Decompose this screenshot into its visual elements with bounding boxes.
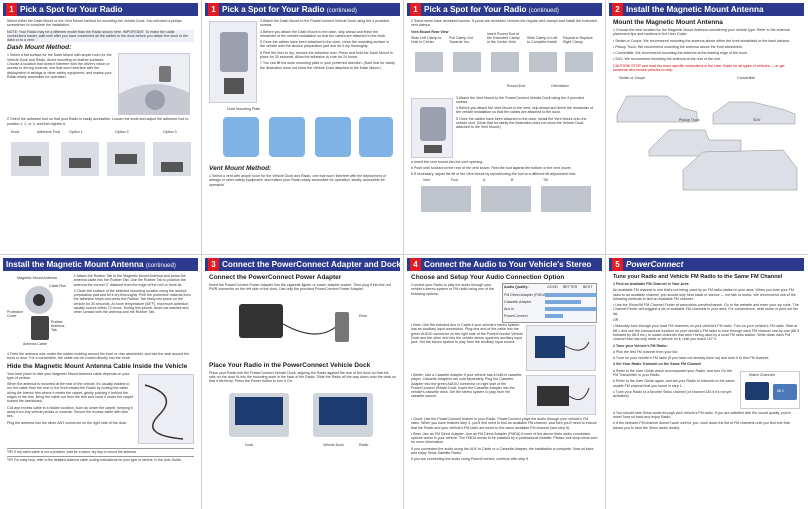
horizontal-divider — [0, 254, 808, 255]
panel-header: Install the Magnetic Mount Antenna (cont… — [3, 258, 198, 271]
adhesive-foot-options-image: Knob Adhesive Foot Option 1 Option 2 Opt… — [7, 128, 194, 187]
aux-cable-image — [526, 325, 596, 371]
vehicles-illustration — [616, 96, 798, 191]
aux-illustration — [535, 336, 590, 358]
vent-clamp-steps-image: Vent Mount Rear View Slide Left Clamp to… — [411, 29, 598, 94]
cable-routing-image — [138, 373, 194, 444]
vehicle-types-image: Sedan or Coupe Convertible Pickup Truck … — [613, 74, 800, 195]
audio-quality-table: Audio Quality: GOOD BETTER BEST FM Direc… — [502, 283, 597, 323]
foot-options-illustration — [11, 142, 191, 177]
antenna-tab-illustration — [25, 286, 53, 340]
antenna-tab-image: Magnetic Mount Antenna Cable Run Protect… — [7, 276, 71, 350]
quality-bar-cassette — [545, 300, 581, 304]
dock-mounting-plate-image: Dock Mounting Plate — [209, 107, 396, 163]
vent-mount-illustration — [420, 106, 446, 153]
quality-bar-powerconnect — [545, 314, 563, 318]
match-channels-illustration — [745, 381, 797, 400]
car-dash-illustration — [119, 66, 189, 115]
power-adapter-image: Rear — [209, 293, 396, 360]
match-channels-image: Match Channels 88.1 — [740, 370, 800, 409]
cable-illustration — [144, 383, 184, 440]
dash-mount-image — [118, 53, 190, 116]
radio-in-dock-image: Dock Vehicle Dock Radio — [209, 385, 396, 458]
vent-tilt-image: Vent Foot Tilt A B — [411, 178, 598, 219]
clamp-illustration — [415, 51, 593, 72]
quality-bar-fmda — [545, 293, 597, 297]
power-adapter-illustration — [239, 303, 349, 342]
cassette-adapter-image — [526, 375, 596, 415]
tilt-illustration — [421, 186, 591, 213]
vent-mount-image — [411, 97, 453, 158]
cassette-illustration — [537, 386, 590, 406]
mount-illustration — [220, 32, 248, 94]
dash-mount-screws-image — [209, 21, 257, 103]
radio-dock-illustration — [229, 393, 373, 438]
quality-bar-aux — [545, 307, 597, 311]
plate-angles-illustration — [223, 117, 393, 157]
panel-antenna-continued: Install the Magnetic Mount Antenna (cont… — [3, 258, 198, 504]
